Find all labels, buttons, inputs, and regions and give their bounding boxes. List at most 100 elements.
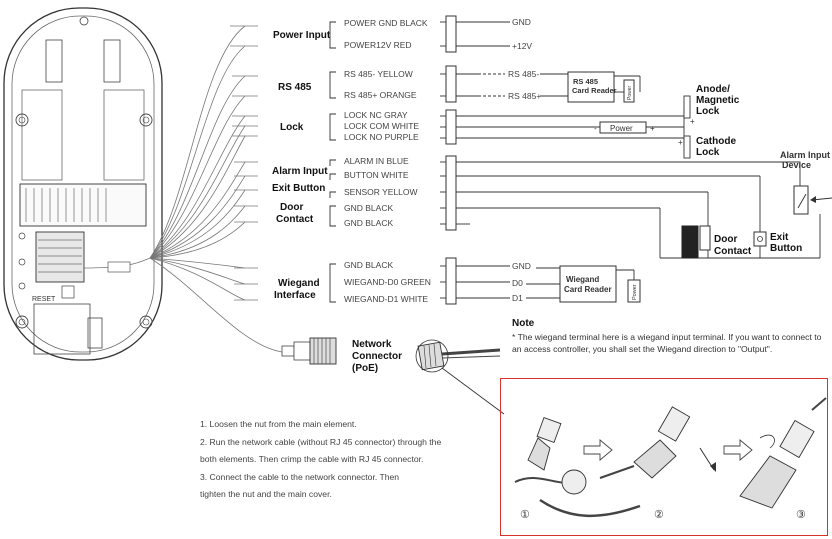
inset-step-3-number: ③ [796,509,806,521]
label-lock: Lock [280,122,304,133]
wiegand-power-label: Power [632,284,638,300]
inset-illustration [514,397,827,518]
label-exit-button: Exit Button [272,183,325,194]
terminal-rs485-minus: RS 485- [508,69,539,79]
group-labels: Power Input RS 485 Lock Alarm Input Exit… [272,30,402,374]
wiegand-line-1: Wiegand [278,278,320,289]
lock-power-plus: + [650,124,655,133]
note-title: Note [512,318,535,329]
terminal-wiegand-d0: D0 [512,278,523,288]
step-line-3: both elements. Then crimp the cable with… [200,454,424,464]
step-line-2: 2. Run the network cable (without RJ 45 … [200,436,442,447]
rs485-power-label: Power [627,85,633,100]
anode-l3: Lock [696,106,720,117]
anode-l1: Anode/ [696,84,730,95]
power-rs485-wires [456,21,641,97]
terminal-gnd: GND [512,17,531,27]
wire-wiegand-d1: WIEGAND-D1 WHITE [344,294,428,304]
terminal-wiegand-gnd: GND [512,261,531,271]
rs485-card-reader-box [567,71,615,103]
wire-lock-no: LOCK NO PURPLE [344,132,419,142]
cathode-l2: Lock [696,147,720,158]
wire-gnd-1: GND BLACK [344,203,393,213]
alarm-input-device [793,185,809,215]
inset-step-1-parts [514,416,641,518]
wire-gnd-2: GND BLACK [344,218,393,228]
rs485-power-box [623,79,635,103]
wire-lock-nc: LOCK NC GRAY [344,110,408,120]
wire-power-gnd: POWER GND BLACK [344,18,428,28]
wiegand-wires [456,265,635,299]
inset-step-3-parts [739,397,827,509]
cathode-l1: Cathode [696,136,736,147]
anode-l2: Magnetic [696,95,740,106]
rs485-reader-l1: RS 485 [573,77,598,86]
inset-arrows [583,439,753,461]
door-contact-line: Door [280,202,303,213]
wiegand-line-2: Interface [274,290,316,301]
inset-step-1-number: ① [520,509,530,521]
wire-power-12v: POWER12V RED [344,40,412,50]
network-line-2: Connector [352,351,402,362]
terminal-wiegand-d1: D1 [512,293,523,303]
terminal-rs485-plus: RS 485+ [508,91,541,101]
wiegand-card-reader-box [559,265,617,303]
eb-l1: Exit [770,232,789,243]
alarm-dev-l2: Device [782,160,811,170]
wire-rs485-plus: RS 485+ ORANGE [344,90,417,100]
wire-labels: POWER GND BLACK POWER12V RED RS 485- YEL… [344,18,431,304]
wire-wiegand-gnd: GND BLACK [344,260,393,270]
dc-l2: Contact [714,246,752,257]
dc-l1: Door [714,234,737,245]
wr-l2: Card Reader [564,285,612,294]
installation-inset-frame [500,378,828,536]
cable-harness [83,25,283,353]
door-contact-line-2: Contact [276,214,314,225]
reset-label: RESET [32,296,56,303]
inset-step-2-parts [599,406,716,479]
wr-l1: Wiegand [566,275,599,284]
lock-wires [456,95,691,159]
cathode-lock-plus: + [678,138,683,147]
anode-lock-plus: + [690,117,695,126]
wire-button: BUTTON WHITE [344,170,409,180]
wire-rs485-minus: RS 485- YELLOW [344,69,413,79]
door-contact-switch [699,225,711,251]
lock-power-label: Power [610,124,633,133]
alarm-dev-l1: Alarm Input [780,150,830,160]
wire-wiegand-d0: WIEGAND-D0 GREEN [344,277,431,287]
step-line-4: 3. Connect the cable to the network conn… [200,471,400,482]
group-brackets [329,21,336,303]
inset-step-2-number: ② [654,509,664,521]
device-rear-view: RESET [3,7,163,361]
label-power-input: Power Input [273,30,331,41]
label-alarm-input: Alarm Input [272,166,328,177]
exit-button-device [753,231,767,247]
note-block: Note * The wiegand terminal here is a wi… [512,318,824,356]
rs485-reader-l2: Card Reader [572,86,617,95]
wire-lock-com: LOCK COM WHITE [344,121,419,131]
network-connector [281,337,337,365]
lock-power-box [599,121,647,134]
terminal-12v: +12V [512,41,532,51]
door-contact-magnet [681,225,699,259]
wire-alarm-in: ALARM IN BLUE [344,156,409,166]
eb-l2: Button [770,243,802,254]
step-line-5: tighten the nut and the main cover. [200,489,332,499]
wire-sensor: SENSOR YELLOW [344,187,418,197]
label-rs485: RS 485 [278,82,312,93]
note-text: * The wiegand terminal here is a wiegand… [512,331,822,355]
network-line-1: Network [352,339,392,350]
installation-steps: 1. Loosen the nut from the main element.… [200,416,500,504]
